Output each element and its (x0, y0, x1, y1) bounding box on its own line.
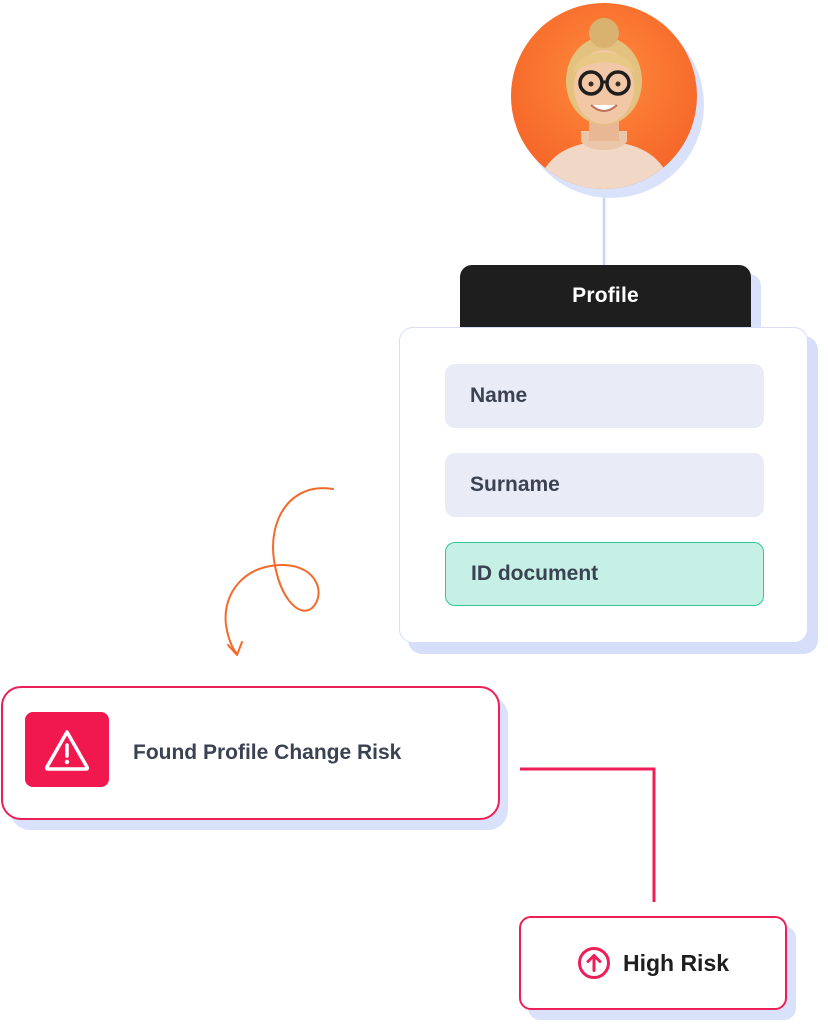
profile-tab-label: Profile (572, 284, 639, 307)
field-name: Name (445, 364, 764, 428)
field-name-label: Name (470, 384, 528, 407)
high-risk-badge: High Risk (519, 916, 787, 1010)
loop-arrow-head (227, 641, 243, 656)
warning-triangle-icon (44, 729, 90, 771)
field-surname: Surname (445, 453, 764, 517)
risk-connector-line (520, 767, 656, 902)
arrow-up-circle-icon (577, 947, 610, 979)
field-id-document: ID document (445, 542, 764, 606)
loop-arrow (224, 487, 334, 655)
user-photo-avatar (536, 18, 673, 189)
high-risk-label: High Risk (622, 949, 730, 976)
risk-label: Found Profile Change Risk (133, 741, 402, 764)
risk-icon-box (25, 712, 109, 787)
field-surname-label: Surname (470, 473, 560, 496)
profile-tab: Profile (460, 265, 751, 331)
avatar (511, 3, 697, 189)
field-id-document-label: ID document (471, 562, 599, 585)
